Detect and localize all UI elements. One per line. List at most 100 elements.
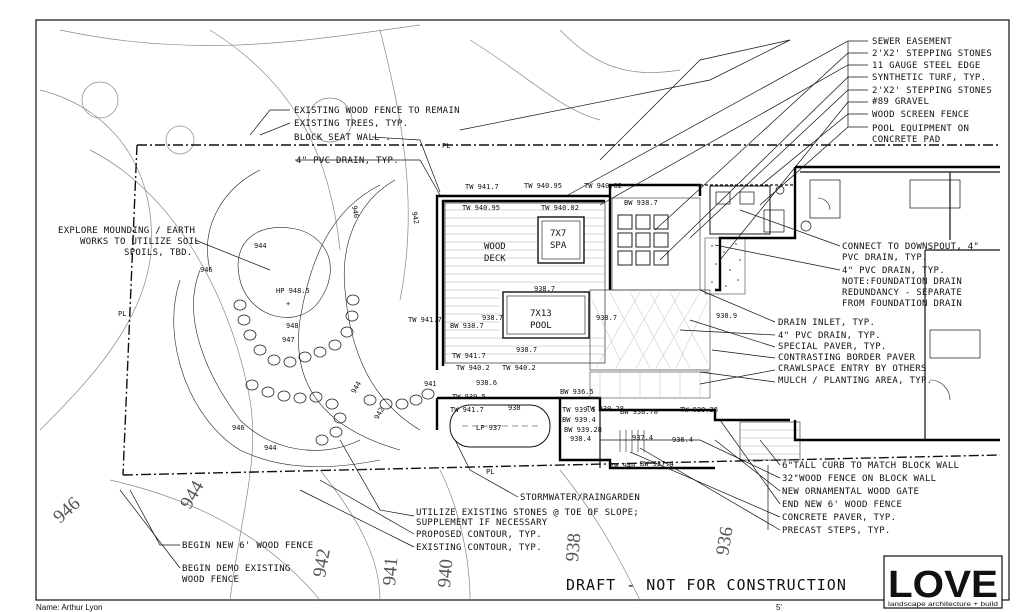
svg-text:EXISTING TREES, TYP.: EXISTING TREES, TYP. [294, 119, 408, 129]
svg-text:TW 939.28: TW 939.28 [680, 406, 718, 414]
svg-text:#89 GRAVEL: #89 GRAVEL [872, 97, 929, 107]
svg-text:PRECAST STEPS, TYP.: PRECAST STEPS, TYP. [782, 526, 891, 536]
svg-text:938.7: 938.7 [534, 285, 555, 293]
callouts-top-left: EXISTING WOOD FENCE TO REMAIN EXISTING T… [294, 106, 460, 166]
svg-text:SPECIAL PAVER, TYP.: SPECIAL PAVER, TYP. [778, 342, 887, 352]
area-labels: WOOD DECK 7X7 SPA 7X13 POOL [484, 229, 567, 331]
svg-text:CRAWLSPACE ENTRY BY OTHERS: CRAWLSPACE ENTRY BY OTHERS [778, 364, 927, 374]
svg-text:TW 940.2: TW 940.2 [502, 364, 536, 372]
svg-text:BW 936.5: BW 936.5 [560, 388, 594, 396]
leader-lines [119, 39, 868, 569]
svg-text:7X7: 7X7 [550, 229, 566, 239]
svg-text:EXISTING CONTOUR, TYP.: EXISTING CONTOUR, TYP. [416, 543, 542, 553]
draft-title: DRAFT - NOT FOR CONSTRUCTION [566, 576, 847, 594]
svg-text:938: 938 [562, 532, 585, 562]
callouts-bottom-right: 6"TALL CURB TO MATCH BLOCK WALL 32"WOOD … [782, 461, 959, 536]
svg-text:BW 938.78: BW 938.78 [620, 408, 658, 416]
svg-text:944: 944 [176, 477, 209, 513]
svg-text:SYNTHETIC TURF, TYP.: SYNTHETIC TURF, TYP. [872, 73, 986, 83]
svg-text:TW 941.7: TW 941.7 [408, 316, 442, 324]
svg-text:2'X2' STEPPING STONES: 2'X2' STEPPING STONES [872, 86, 992, 96]
svg-text:DRAIN INLET, TYP.: DRAIN INLET, TYP. [778, 318, 875, 328]
svg-text:938.7: 938.7 [482, 314, 503, 322]
svg-text:CONCRETE PAD: CONCRETE PAD [872, 135, 941, 145]
svg-text:TW 940: TW 940 [610, 462, 635, 470]
property-lines: PL PL PL [118, 142, 1001, 476]
logo-subtitle: landscape architecture + build [888, 602, 998, 608]
svg-text:940: 940 [434, 558, 457, 588]
svg-text:941: 941 [424, 380, 437, 388]
svg-text:WORKS TO UTILIZE SOIL: WORKS TO UTILIZE SOIL [80, 237, 200, 247]
svg-text:TW 940.95: TW 940.95 [462, 204, 500, 212]
proposed-contours [173, 169, 421, 467]
svg-text:TW 939.5: TW 939.5 [562, 406, 596, 414]
svg-text:SPOILS, TBD.: SPOILS, TBD. [124, 248, 193, 258]
svg-text:SEWER EASEMENT: SEWER EASEMENT [872, 37, 952, 47]
sheet-border [35, 19, 1010, 601]
boulders [233, 294, 435, 446]
svg-text:942: 942 [309, 547, 335, 579]
svg-text:938: 938 [508, 404, 521, 412]
svg-text:TW 941.7: TW 941.7 [450, 406, 484, 414]
svg-text:938.6: 938.6 [476, 379, 497, 387]
svg-text:941: 941 [379, 556, 402, 586]
svg-text:947: 947 [282, 336, 295, 344]
svg-text:REDUNDANCY - SEPARATE: REDUNDANCY - SEPARATE [842, 288, 962, 298]
svg-text:POOL: POOL [530, 321, 552, 331]
svg-text:946: 946 [200, 266, 213, 274]
svg-text:CONCRETE PAVER, TYP.: CONCRETE PAVER, TYP. [782, 513, 896, 523]
svg-text:TW 940.02: TW 940.02 [584, 182, 622, 190]
svg-text:BLOCK SEAT WALL .: BLOCK SEAT WALL . [294, 133, 391, 143]
hardscape [435, 183, 801, 470]
svg-text:BW 938.7: BW 938.7 [450, 322, 484, 330]
svg-text:UTILIZE EXISTING STONES @ TOE: UTILIZE EXISTING STONES @ TOE OF SLOPE; [416, 508, 639, 518]
svg-text:TW 941.7: TW 941.7 [465, 183, 499, 191]
svg-text:TW 939.28: TW 939.28 [586, 405, 624, 413]
existing-contours [39, 24, 681, 601]
svg-text:2'X2' STEPPING STONES: 2'X2' STEPPING STONES [872, 49, 992, 59]
svg-text:11 GAUGE STEEL EDGE: 11 GAUGE STEEL EDGE [872, 61, 981, 71]
svg-text:LP 937: LP 937 [476, 424, 501, 432]
svg-text:SUPPLEMENT IF NECESSARY: SUPPLEMENT IF NECESSARY [416, 518, 548, 528]
svg-text:4" PVC DRAIN, TYP.: 4" PVC DRAIN, TYP. [842, 266, 945, 276]
svg-text:CONNECT TO DOWNSPOUT, 4": CONNECT TO DOWNSPOUT, 4" [842, 242, 979, 252]
pl-mark-left: PL [118, 310, 126, 318]
svg-text:WOOD: WOOD [484, 242, 506, 252]
logo-word: LOVE [888, 564, 998, 606]
svg-text:32"WOOD FENCE ON BLOCK WALL: 32"WOOD FENCE ON BLOCK WALL [782, 474, 936, 484]
svg-text:4" PVC DRAIN, TYP.: 4" PVC DRAIN, TYP. [778, 331, 881, 341]
svg-text:938.9: 938.9 [716, 312, 737, 320]
svg-text:NOTE:FOUNDATION DRAIN: NOTE:FOUNDATION DRAIN [842, 277, 962, 287]
svg-text:942: 942 [373, 406, 386, 421]
svg-text:938.4: 938.4 [570, 435, 591, 443]
svg-text:WOOD SCREEN FENCE: WOOD SCREEN FENCE [872, 110, 969, 120]
svg-text:944: 944 [254, 242, 267, 250]
svg-text:PVC DRAIN, TYP.: PVC DRAIN, TYP. [842, 253, 928, 263]
svg-text:946: 946 [232, 424, 245, 432]
callouts-right-top: SEWER EASEMENT 2'X2' STEPPING STONES 11 … [872, 37, 992, 145]
love-logo: LOVE landscape architecture + build [883, 555, 1003, 609]
svg-text:EXISTING WOOD FENCE TO REMAIN: EXISTING WOOD FENCE TO REMAIN [294, 106, 460, 116]
svg-text:937.4: 937.4 [632, 434, 653, 442]
svg-text:BW 938.7: BW 938.7 [624, 199, 658, 207]
pl-mark-bottom: PL [486, 468, 494, 476]
svg-text:POOL EQUIPMENT ON: POOL EQUIPMENT ON [872, 124, 969, 134]
fences [599, 184, 795, 468]
svg-text:PROPOSED CONTOUR, TYP.: PROPOSED CONTOUR, TYP. [416, 530, 542, 540]
svg-text:MULCH / PLANTING AREA, TYP.: MULCH / PLANTING AREA, TYP. [778, 376, 932, 386]
svg-text:948: 948 [286, 322, 299, 330]
contour-labels: 946 942 946 947 948 942 944 946 944 944 [200, 205, 420, 452]
svg-text:STORMWATER/RAINGARDEN: STORMWATER/RAINGARDEN [520, 493, 640, 503]
svg-text:BW 939.4: BW 939.4 [562, 416, 596, 424]
svg-text:938.7: 938.7 [516, 346, 537, 354]
svg-text:7X13: 7X13 [530, 309, 552, 319]
house [715, 165, 1000, 442]
svg-text:TW 940.02: TW 940.02 [541, 204, 579, 212]
callouts-bottom-left: BEGIN NEW 6' WOOD FENCE BEGIN DEMO EXIST… [182, 541, 313, 585]
svg-text:BW 939.28: BW 939.28 [564, 426, 602, 434]
svg-text:WOOD FENCE: WOOD FENCE [182, 575, 239, 585]
svg-text:EXPLORE MOUNDING / EARTH: EXPLORE MOUNDING / EARTH [58, 226, 195, 236]
pl-mark-top: PL [442, 142, 450, 150]
svg-text:944: 944 [350, 380, 363, 395]
